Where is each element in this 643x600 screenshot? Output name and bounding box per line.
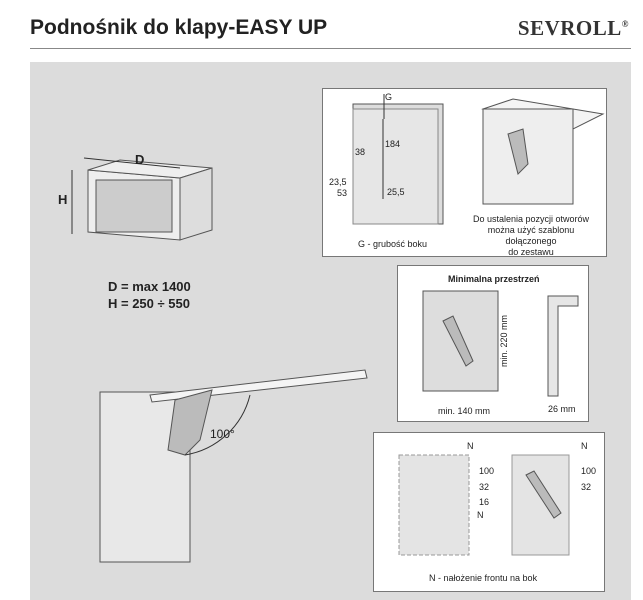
dim-100-2: 100: [581, 466, 597, 476]
dim-100: 100: [479, 466, 495, 476]
logo-text: SEVROLL: [517, 16, 622, 40]
dim-53: 53: [337, 188, 348, 198]
page-title: Podnośnik do klapy-EASY UP: [30, 16, 328, 39]
note-line: można użyć szablonu dołączonego: [487, 225, 575, 246]
dim-32-2: 32: [581, 482, 592, 492]
dim-25-5: 25,5: [387, 187, 405, 197]
depth: 26 mm: [548, 404, 576, 414]
panel-drilling: G 184 38 23,5 53 25,5 G - grubość boku D…: [322, 88, 607, 257]
dim-32: 32: [479, 482, 490, 492]
header-divider: [30, 48, 631, 49]
panel-min-space: Minimalna przestrzeń min. 220 mm min. 14…: [397, 265, 589, 422]
min-space-title: Minimalna przestrzeń: [448, 274, 540, 284]
dimension-h: H = 250 ÷ 550: [108, 296, 190, 311]
label-g: G: [385, 92, 393, 102]
dim-23-5: 23,5: [329, 177, 347, 187]
caption-g: G - grubość boku: [358, 239, 428, 249]
opening-angle: 100°: [210, 427, 235, 441]
min-height: min. 220 mm: [499, 314, 510, 368]
dimension-d: D = max 1400: [108, 279, 191, 294]
logo-mark: ®: [621, 19, 629, 29]
label-h: H: [58, 192, 68, 207]
dim-16: 16: [479, 497, 490, 507]
caption-n: N - nałożenie frontu na bok: [429, 573, 538, 583]
dim-184: 184: [385, 139, 401, 149]
label-n-3: N: [581, 441, 588, 451]
dim-38: 38: [355, 147, 366, 157]
panel-overlay: N 100 32 16 N N 100 32 N - nałożenie fro…: [373, 432, 605, 592]
template-note: Do ustalenia pozycji otworów można użyć …: [461, 214, 601, 258]
min-width: min. 140 mm: [438, 406, 491, 416]
note-line: Do ustalenia pozycji otworów: [472, 214, 590, 224]
note-line: do zestawu: [508, 247, 554, 257]
label-n: N: [467, 441, 474, 451]
label-d: D: [135, 152, 145, 167]
brand-logo: SEVROLL®: [518, 16, 629, 41]
label-n-2: N: [477, 510, 484, 520]
